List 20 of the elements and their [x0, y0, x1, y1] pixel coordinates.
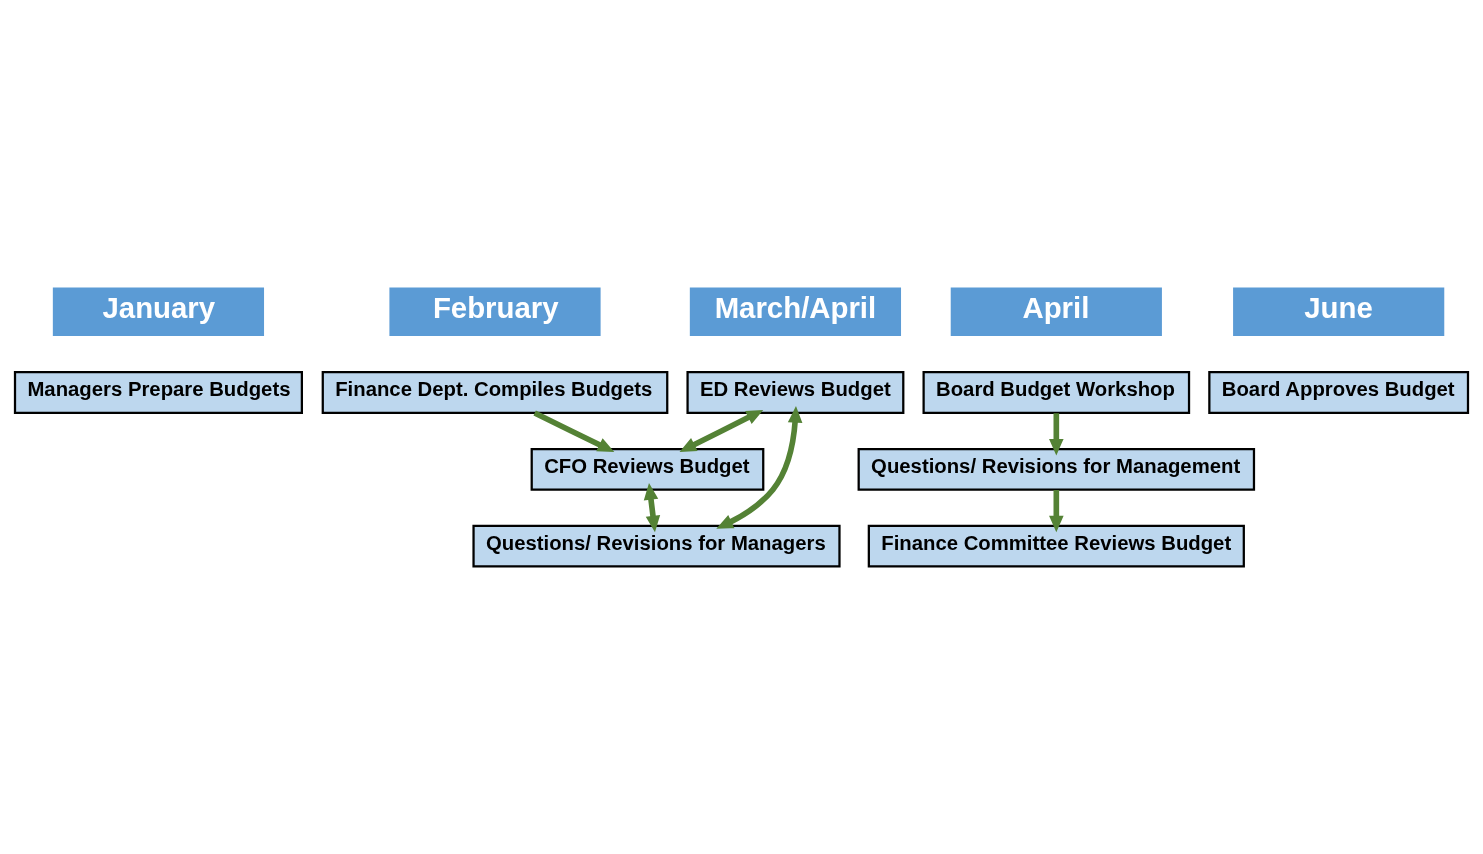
arrow	[679, 409, 764, 453]
node-box: Board Approves Budget	[1208, 371, 1470, 414]
node-box: June	[1233, 287, 1445, 337]
arrow	[533, 410, 615, 453]
arrow	[1049, 490, 1064, 533]
node-box: March/April	[689, 287, 902, 337]
node-box: Questions/ Revisions for Managers	[472, 524, 841, 568]
arrow	[1049, 413, 1064, 456]
node-box: CFO Reviews Budget	[530, 447, 765, 491]
node-box: Finance Dept. Compiles Budgets	[321, 371, 669, 414]
node-box: Finance Committee Reviews Budget	[867, 524, 1245, 568]
arrow	[716, 406, 803, 529]
arrow	[643, 483, 661, 533]
node-box: February	[389, 287, 601, 337]
node-box: January	[52, 287, 265, 337]
node-box: Questions/ Revisions for Management	[857, 447, 1256, 491]
node-box: Board Budget Workshop	[922, 371, 1191, 414]
node-box: ED Reviews Budget	[686, 371, 905, 414]
node-box: Managers Prepare Budgets	[13, 371, 303, 414]
node-box: April	[950, 287, 1162, 337]
